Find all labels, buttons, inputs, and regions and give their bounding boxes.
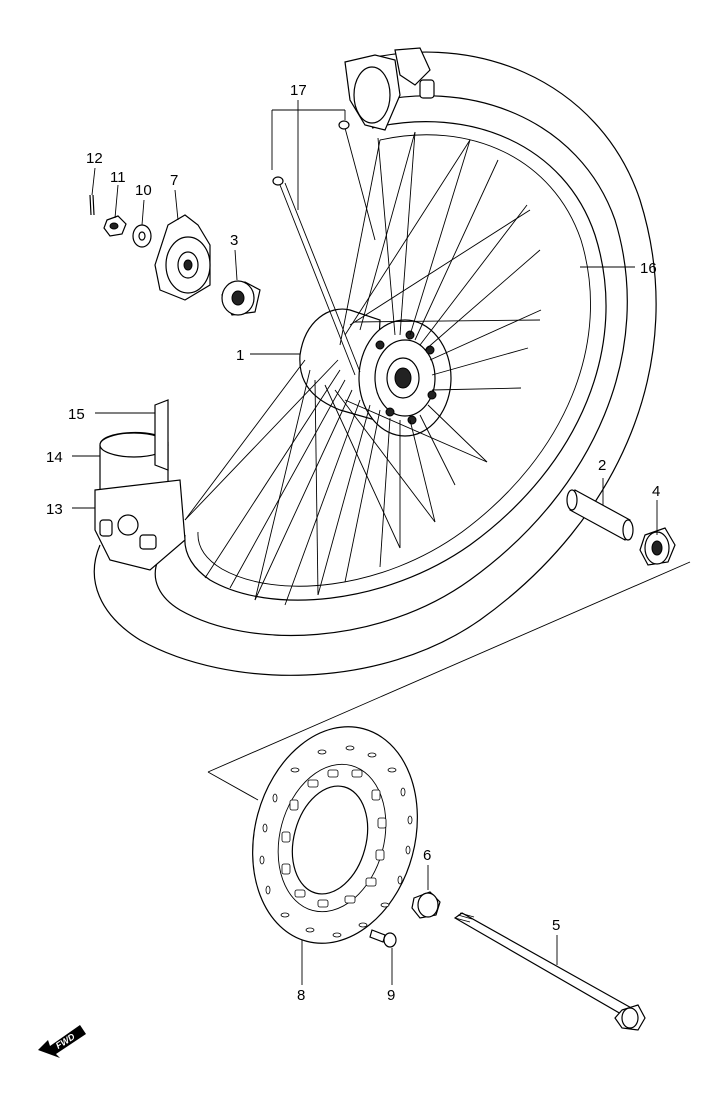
fwd-direction-badge: FWD — [38, 1025, 86, 1058]
callout-8: 8 — [297, 987, 305, 1004]
rim — [184, 121, 607, 601]
disc-holes — [259, 745, 413, 938]
callout-12: 12 — [86, 150, 103, 167]
speedometer-gearbox — [154, 214, 211, 301]
callout-labels: 17 12 11 10 7 3 1 15 14 13 16 2 4 6 5 8 … — [46, 82, 660, 1004]
arrow-left-down-icon — [38, 1025, 86, 1058]
callout-1: 1 — [236, 347, 244, 364]
callout-11: 11 — [110, 169, 126, 186]
callout-7: 7 — [170, 172, 178, 189]
bearing-left — [221, 280, 261, 316]
tire — [93, 51, 657, 676]
assembly-guide-lines — [207, 561, 691, 801]
callout-13: 13 — [46, 501, 63, 518]
bearing-right — [639, 527, 676, 566]
leader-lines — [72, 100, 658, 985]
spacer — [566, 489, 634, 541]
callout-10: 10 — [135, 182, 152, 199]
collar — [411, 891, 441, 919]
nut — [103, 215, 127, 237]
callout-3: 3 — [230, 232, 238, 249]
callout-14: 14 — [46, 449, 63, 466]
callout-15: 15 — [68, 406, 85, 423]
wheel-hub — [299, 308, 452, 437]
band-clamp-left — [94, 399, 186, 571]
cotter-pin — [89, 194, 95, 216]
cable-guide-top — [344, 47, 435, 131]
disc-bolt — [369, 929, 397, 948]
callout-4: 4 — [652, 483, 660, 500]
brake-disc — [252, 726, 418, 944]
speedometer-cable — [272, 120, 376, 376]
callout-5: 5 — [552, 917, 560, 934]
washer — [132, 224, 152, 248]
callout-6: 6 — [423, 847, 431, 864]
spokes — [184, 131, 542, 606]
callout-16: 16 — [640, 260, 657, 277]
callout-9: 9 — [387, 987, 395, 1004]
callout-17: 17 — [290, 82, 307, 99]
callout-2: 2 — [598, 457, 606, 474]
axle — [453, 912, 646, 1031]
